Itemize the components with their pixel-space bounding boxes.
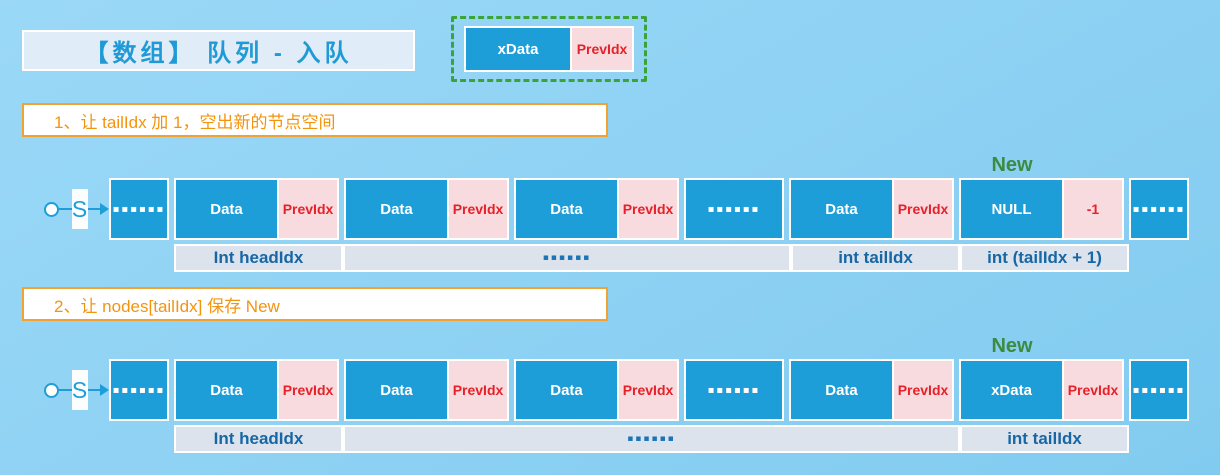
- new-node-legend: xData PrevIdx: [451, 16, 647, 82]
- pointer-line: [87, 208, 100, 210]
- index-band-ellipsis: ▪▪▪▪▪▪: [345, 427, 958, 451]
- arrow-right-icon: [100, 384, 109, 396]
- head-pointer: S: [44, 359, 109, 421]
- pointer-origin-circle: [44, 382, 59, 398]
- index-band-label: Int headIdx: [176, 246, 341, 270]
- ellipsis-dots: ▪▪▪▪▪▪: [707, 203, 761, 215]
- head-pointer: S: [44, 178, 109, 240]
- node-data-cell: Data: [791, 361, 892, 419]
- array-cell-ellipsis: ▪▪▪▪▪▪: [109, 178, 169, 240]
- pointer-origin-circle: [44, 201, 59, 217]
- node-data-cell: Data: [346, 180, 447, 238]
- legend-node-data-cell: xData: [466, 28, 570, 70]
- node-previdx-cell: PrevIdx: [892, 180, 952, 238]
- node-data-cell: xData: [961, 361, 1062, 419]
- ellipsis-dots: ▪▪▪▪▪▪: [112, 203, 166, 215]
- ellipsis-dots: ▪▪▪▪▪▪: [627, 434, 676, 444]
- index-band-text: int tailIdx: [838, 248, 913, 267]
- ellipsis-dots: ▪▪▪▪▪▪: [1132, 203, 1186, 215]
- ellipsis-dots: ▪▪▪▪▪▪: [542, 253, 592, 263]
- arrow-right-icon: [100, 203, 109, 215]
- node-data-cell: NULL: [961, 180, 1062, 238]
- array-cell-ellipsis: ▪▪▪▪▪▪: [109, 359, 169, 421]
- node-previdx-cell: PrevIdx: [617, 361, 677, 419]
- index-band-step-1: Int headIdx ▪▪▪▪▪▪ int tailIdx int (tailIdx…: [174, 244, 1129, 272]
- node-data-cell: Data: [791, 180, 892, 238]
- node-data-cell: Data: [176, 180, 277, 238]
- legend-node-previdx-cell: PrevIdx: [570, 28, 632, 70]
- array-cell-ellipsis: ▪▪▪▪▪▪: [1129, 359, 1189, 421]
- node-data-cell: Data: [346, 361, 447, 419]
- node-data-cell: Data: [516, 180, 617, 238]
- pointer-line: [59, 208, 72, 210]
- index-band-text: Int headIdx: [213, 429, 304, 448]
- pointer-s-label: S: [71, 189, 88, 229]
- index-band-label: int (tailIdx + 1): [962, 246, 1127, 270]
- index-band-label: int tailIdx: [793, 246, 958, 270]
- array-cell-ellipsis: ▪▪▪▪▪▪: [684, 359, 784, 421]
- node-previdx-cell: PrevIdx: [277, 361, 337, 419]
- page-title: 【数组】 队列 - 入队: [22, 30, 415, 71]
- pointer-line: [59, 389, 72, 391]
- pointer-s-label: S: [71, 370, 88, 410]
- pointer-line: [87, 389, 100, 391]
- ellipsis-dots: ▪▪▪▪▪▪: [707, 384, 761, 396]
- node-previdx-cell: PrevIdx: [277, 180, 337, 238]
- index-band-step-2: Int headIdx ▪▪▪▪▪▪ int tailIdx: [174, 425, 1129, 453]
- step-1-banner: 1、让 tailIdx 加 1，空出新的节点空间: [22, 103, 608, 137]
- index-band-text: int tailIdx: [1007, 429, 1082, 448]
- array-cell-ellipsis: ▪▪▪▪▪▪: [1129, 178, 1189, 240]
- array-cell-ellipsis: ▪▪▪▪▪▪: [684, 178, 784, 240]
- page-title-text: 【数组】 队列 - 入队: [84, 40, 353, 67]
- index-band-text: int (tailIdx + 1): [987, 248, 1102, 267]
- node-data-cell: Data: [516, 361, 617, 419]
- node-previdx-cell: PrevIdx: [447, 361, 507, 419]
- ellipsis-dots: ▪▪▪▪▪▪: [112, 384, 166, 396]
- index-band-text: Int headIdx: [213, 248, 304, 267]
- legend-node: xData PrevIdx: [464, 26, 634, 72]
- node-previdx-cell: PrevIdx: [1062, 361, 1122, 419]
- step-2-banner: 2、让 nodes[tailIdx] 保存 New: [22, 287, 608, 321]
- ellipsis-dots: ▪▪▪▪▪▪: [1132, 384, 1186, 396]
- step-1-banner-text: 1、让 tailIdx 加 1，空出新的节点空间: [54, 112, 336, 132]
- node-previdx-cell: PrevIdx: [447, 180, 507, 238]
- node-previdx-cell: PrevIdx: [617, 180, 677, 238]
- new-node-label: New: [991, 154, 1033, 176]
- index-band-ellipsis: ▪▪▪▪▪▪: [345, 246, 789, 270]
- index-band-label: int tailIdx: [962, 427, 1127, 451]
- node-previdx-cell: -1: [1062, 180, 1122, 238]
- node-data-cell: Data: [176, 361, 277, 419]
- new-node-label: New: [991, 335, 1033, 357]
- node-previdx-cell: PrevIdx: [892, 361, 952, 419]
- index-band-label: Int headIdx: [176, 427, 341, 451]
- step-2-banner-text: 2、让 nodes[tailIdx] 保存 New: [54, 296, 280, 316]
